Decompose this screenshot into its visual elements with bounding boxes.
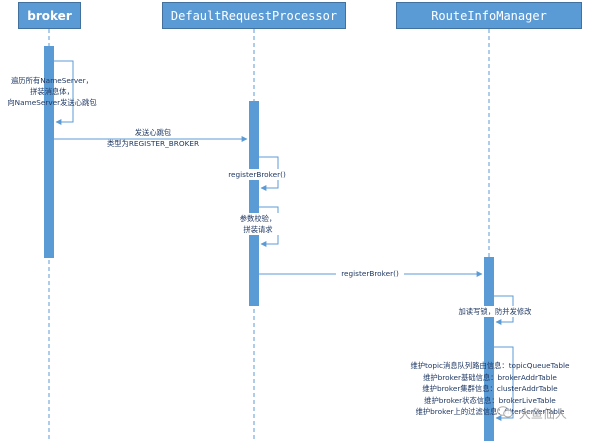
self-arrow-maintain (494, 346, 514, 421)
label-register-call: registerBroker() (336, 268, 404, 279)
note-maintain-line4: 维护broker状态信息：brokerLiveTable (424, 395, 556, 405)
note-maintain-line3: 维护broker集群信息：clusterAddrTable (422, 384, 558, 393)
label-heartbeat-line2: 类型为REGISTER_BROKER (106, 139, 200, 148)
participant-manager: RouteInfoManager (396, 2, 582, 29)
label-heartbeat-line1: 发送心跳包 (134, 128, 172, 137)
note-param-line1: 参数校验， (239, 214, 277, 223)
wechat-icon (497, 406, 513, 421)
note-broker-line1: 遍历所有NameServer， (11, 76, 93, 85)
activation-manager (484, 257, 494, 441)
note-maintain-line5: 维护broker上的过滤信息：filterServerTable (415, 407, 565, 416)
note-broker-line3: 向NameServer发送心跳包 (7, 98, 97, 107)
note-broker-self: 遍历所有NameServer， 拼装消息体， 向NameServer发送心跳包 (3, 75, 101, 108)
note-maintain: 维护topic消息队列路由信息：topicQueueTable 维护broker… (398, 360, 582, 418)
note-param-check: 参数校验， 拼装请求 (228, 213, 288, 235)
self-arrow-broker (54, 60, 74, 125)
watermark-text: 大鱼仙人 (518, 407, 567, 421)
participant-processor: DefaultRequestProcessor (162, 2, 346, 29)
watermark: 大鱼仙人 (497, 405, 567, 422)
note-maintain-line1: 维护topic消息队列路由信息：topicQueueTable (410, 361, 570, 370)
note-maintain-line2: 维护broker基础信息：brokerAddrTable (423, 372, 557, 382)
note-broker-line2: 拼装消息体， (30, 87, 74, 96)
label-heartbeat: 发送心跳包 类型为REGISTER_BROKER (100, 127, 206, 149)
participant-broker: broker (18, 2, 81, 29)
note-register-self: registerBroker() (226, 169, 288, 180)
note-lock: 加读写锁，防并发修改 (445, 306, 545, 317)
note-param-line2: 拼装请求 (243, 225, 273, 234)
activation-processor (249, 101, 259, 306)
activation-broker (44, 46, 54, 258)
